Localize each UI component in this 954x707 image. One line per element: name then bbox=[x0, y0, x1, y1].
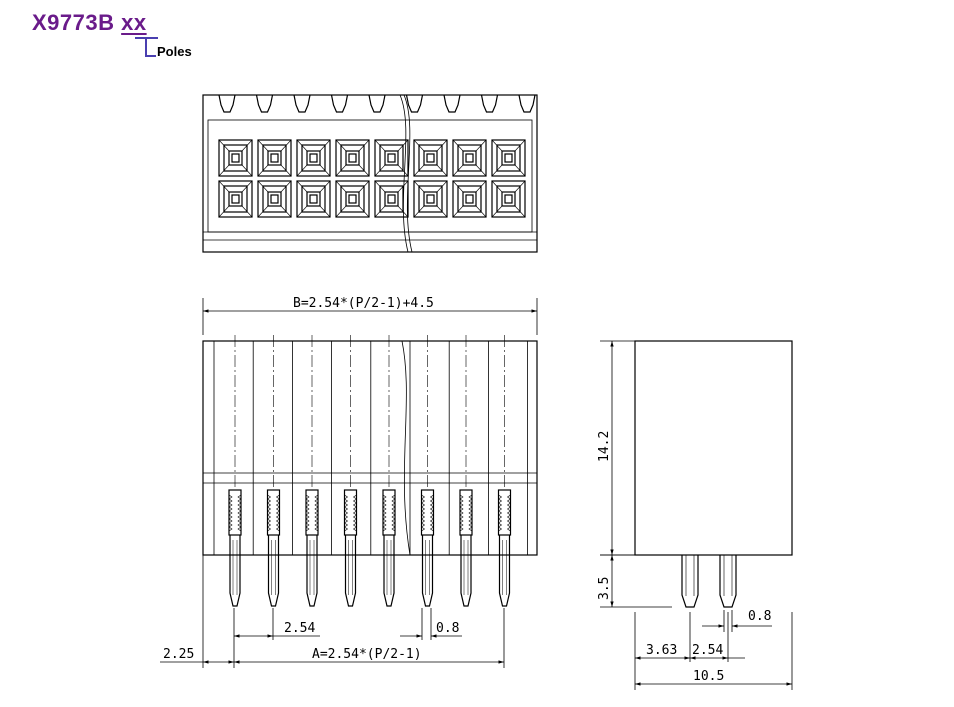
contact-cavity bbox=[257, 180, 292, 218]
solder-pin bbox=[459, 335, 473, 607]
pin-width-label: 0.8 bbox=[436, 621, 459, 636]
solder-pin bbox=[420, 335, 435, 607]
front-view bbox=[202, 335, 538, 607]
dimension-body-height bbox=[600, 340, 680, 556]
depth-label: 10.5 bbox=[693, 669, 724, 684]
pole-count-suffix: xx bbox=[121, 10, 147, 35]
housing-ribs bbox=[213, 341, 528, 555]
part-number-title: X9773B xx bbox=[32, 10, 147, 36]
contact-cavity bbox=[374, 180, 409, 218]
contact-cavity bbox=[218, 139, 253, 177]
latch-tooth bbox=[218, 94, 236, 113]
dimension-pin-width bbox=[400, 608, 462, 640]
dimension-overall-width bbox=[202, 298, 538, 335]
solder-pin bbox=[497, 335, 512, 607]
contact-cavity bbox=[491, 180, 526, 218]
latch-tooth bbox=[518, 94, 536, 113]
solder-pin bbox=[343, 335, 358, 607]
solder-pin bbox=[382, 335, 396, 607]
contact-cavities bbox=[218, 139, 526, 218]
dimension-side-pin-width bbox=[702, 610, 772, 632]
contact-cavity bbox=[335, 139, 370, 177]
side-pitch-label: 2.54 bbox=[692, 643, 723, 658]
poles-label: Poles bbox=[157, 44, 192, 59]
part-number: X9773B bbox=[32, 10, 115, 35]
pin-span-label: A=2.54*(P/2-1) bbox=[312, 647, 422, 662]
contact-cavity bbox=[413, 180, 448, 218]
edge-offset-label: 2.25 bbox=[163, 647, 194, 662]
contact-cavity bbox=[335, 180, 370, 218]
solder-pin bbox=[228, 335, 242, 607]
contact-cavity bbox=[491, 139, 526, 177]
side-pin-right bbox=[719, 555, 737, 608]
dimension-pin-span bbox=[160, 555, 505, 668]
contact-cavity bbox=[452, 180, 487, 218]
pitch-label: 2.54 bbox=[284, 621, 315, 636]
latch-tooth bbox=[293, 94, 311, 113]
dimension-pin-length bbox=[600, 555, 672, 608]
contact-cavity bbox=[374, 139, 409, 177]
dimension-pitch bbox=[233, 608, 320, 668]
contact-cavity bbox=[296, 180, 331, 218]
body-height-label: 14.2 bbox=[597, 431, 612, 462]
latch-tooth bbox=[405, 94, 424, 113]
solder-pins bbox=[228, 335, 512, 607]
contact-cavity bbox=[218, 180, 253, 218]
top-latch-teeth bbox=[218, 94, 536, 113]
latch-tooth bbox=[330, 94, 349, 113]
side-view bbox=[634, 340, 793, 608]
suffix-bracket bbox=[135, 37, 158, 57]
contact-cavity bbox=[413, 139, 448, 177]
latch-tooth bbox=[443, 94, 461, 113]
contact-cavity bbox=[452, 139, 487, 177]
side-offset-label: 3.63 bbox=[646, 643, 677, 658]
contact-cavity bbox=[257, 139, 292, 177]
side-pin-left bbox=[681, 555, 699, 608]
side-pin-width-label: 0.8 bbox=[748, 609, 771, 624]
latch-tooth bbox=[368, 94, 386, 113]
solder-pin bbox=[266, 335, 281, 607]
top-view bbox=[202, 94, 538, 253]
contact-cavity bbox=[296, 139, 331, 177]
latch-tooth bbox=[480, 94, 499, 113]
solder-pin bbox=[305, 335, 319, 607]
dimension-side-offsets bbox=[634, 612, 793, 690]
latch-tooth bbox=[255, 94, 274, 113]
overall-width-label: B=2.54*(P/2-1)+4.5 bbox=[293, 296, 434, 311]
pin-length-label: 3.5 bbox=[597, 577, 612, 600]
